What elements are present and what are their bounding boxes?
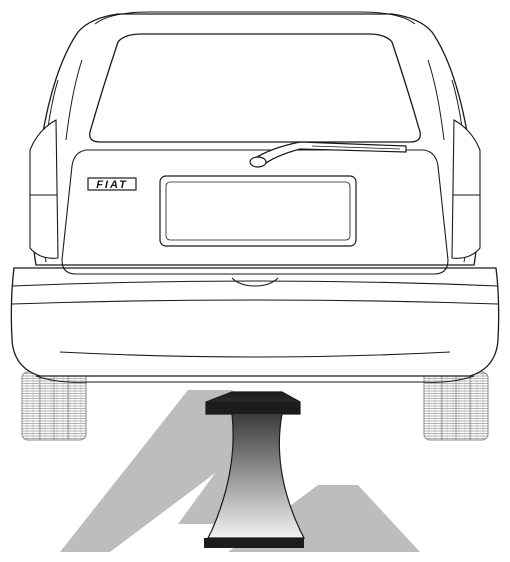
direction-arrow-icon [204, 391, 305, 548]
right-tire [423, 371, 489, 441]
fiat-badge: FIAT [87, 177, 137, 191]
roof-line [94, 11, 416, 25]
rear-window [89, 33, 421, 143]
rear-wiper [249, 141, 407, 168]
license-plate-recess [159, 175, 357, 247]
tail-lights [29, 119, 481, 259]
fiat-badge-text: FIAT [96, 179, 128, 191]
lower-skirt [35, 375, 475, 383]
rear-bumper [11, 277, 499, 358]
tailgate-panel [61, 149, 449, 275]
